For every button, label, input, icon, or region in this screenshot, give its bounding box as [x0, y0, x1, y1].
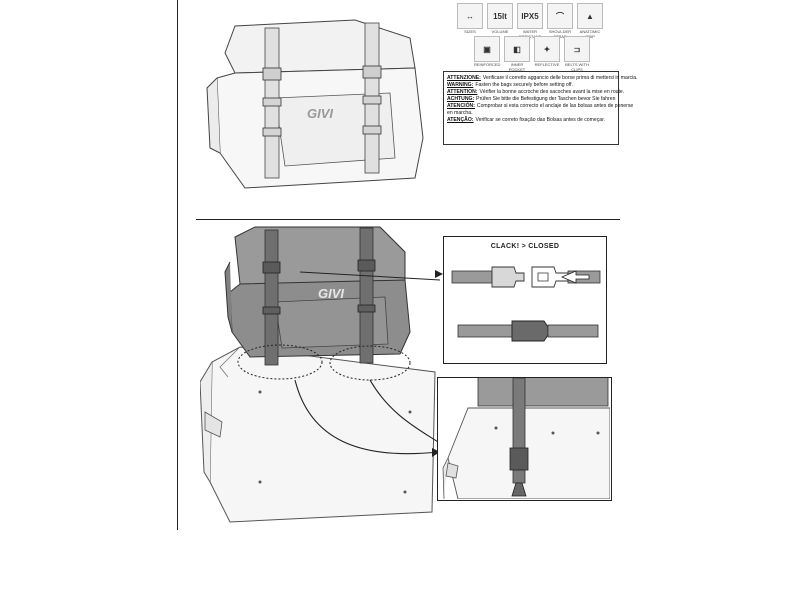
feature-reinforced: ▣Reinforced	[474, 36, 500, 72]
detail-arrows	[294, 379, 440, 457]
feature-label: Belts with clips	[565, 62, 589, 72]
feature-label: Water resistant	[518, 29, 542, 39]
feature-belts: ⊐Belts with clips	[564, 36, 590, 72]
warning-line: ATENÇÃO:Verificar se correto fixação das…	[447, 117, 615, 124]
feature-inner: ◧Inner pocket	[504, 36, 530, 72]
reinforced-icon: ▣	[474, 36, 500, 62]
feature-label: Anatomic grip	[579, 29, 601, 39]
warning-language-label: ACHTUNG:	[447, 96, 475, 102]
sizes-icon: ↔	[457, 3, 483, 29]
feature-sizes: ↔Sizes	[457, 3, 483, 39]
feature-reflective: ✦Reflective	[534, 36, 560, 72]
warning-text: Vérifier la bonne accroche des sacoches …	[479, 89, 625, 95]
feature-row-2: ▣Reinforced◧Inner pocket✦Reflective⊐Belt…	[474, 36, 590, 72]
warning-text: Verificare il corretto aggancio delle bo…	[482, 75, 638, 81]
feature-label: Volume	[491, 29, 509, 34]
warning-line: en marcha.	[447, 110, 615, 117]
bag-on-case-illustration: GIVI	[200, 226, 440, 523]
belts-icon: ⊐	[564, 36, 590, 62]
clip-detail-box	[437, 377, 612, 501]
givi-logo-top: GIVI	[307, 106, 333, 121]
feature-label: Sizes	[464, 29, 476, 34]
volume-icon: 15lt	[487, 3, 513, 29]
warning-language-label: WARNING:	[447, 82, 474, 88]
warning-language-label: ATENCIÓN:	[447, 103, 475, 109]
warning-box: ATTENZIONE:Verificare il corretto agganc…	[443, 71, 637, 145]
warning-text: Prüfen Sie bitte die Befestigung der Tas…	[476, 96, 616, 102]
feature-label: Shoulder strap	[548, 29, 572, 39]
section-divider	[196, 219, 620, 220]
warning-text: en marcha.	[447, 110, 473, 116]
feature-anatomic: ▲Anatomic grip	[577, 3, 603, 39]
warning-line: ATTENZIONE:Verificare il corretto agganc…	[447, 75, 637, 82]
shoulder-icon: ⌒	[547, 3, 573, 29]
clip-diagram	[442, 378, 611, 500]
warning-language-label: ATTENZIONE:	[447, 75, 481, 81]
feature-label: Reflective	[534, 62, 560, 67]
feature-shoulder: ⌒Shoulder strap	[547, 3, 573, 39]
warning-text: Fasten the bags securely before setting …	[475, 82, 573, 88]
warning-line: ATENCIÓN:Comprobar si esta correcto el a…	[447, 103, 633, 110]
buckle-diagram	[451, 266, 601, 342]
buckle-detail-box: CLACK! > CLOSED	[443, 236, 607, 364]
inner-icon: ◧	[504, 36, 530, 62]
warning-line: ATTENTION:Vérifier la bonne accroche des…	[447, 89, 624, 96]
feature-label: Inner pocket	[508, 62, 526, 72]
reflective-icon: ✦	[534, 36, 560, 62]
warning-line: ACHTUNG:Prüfen Sie bitte die Befestigung…	[447, 96, 615, 103]
warning-language-label: ATENÇÃO:	[447, 117, 474, 123]
bag-illustration-top: GIVI	[206, 19, 424, 189]
water-icon: IPX5	[517, 3, 543, 29]
feature-row-1: ↔Sizes15ltVolumeIPX5Water resistant⌒Shou…	[457, 3, 603, 39]
feature-water: IPX5Water resistant	[517, 3, 543, 39]
warning-text: Verificar se correto fixação das Bolsas …	[475, 117, 605, 123]
feature-label: Reinforced	[474, 62, 501, 67]
warning-language-label: ATTENTION:	[447, 89, 478, 95]
feature-volume: 15ltVolume	[487, 3, 513, 39]
pointer-arrowhead	[435, 270, 443, 278]
warning-line: WARNING:Fasten the bags securely before …	[447, 82, 615, 89]
page-divider-vertical	[177, 0, 178, 530]
warning-text: Comprobar si esta correcto el anclaje de…	[476, 103, 634, 109]
detail-caption: CLACK! > CLOSED	[490, 243, 560, 250]
anatomic-icon: ▲	[577, 3, 603, 29]
givi-logo-bottom: GIVI	[318, 286, 344, 301]
